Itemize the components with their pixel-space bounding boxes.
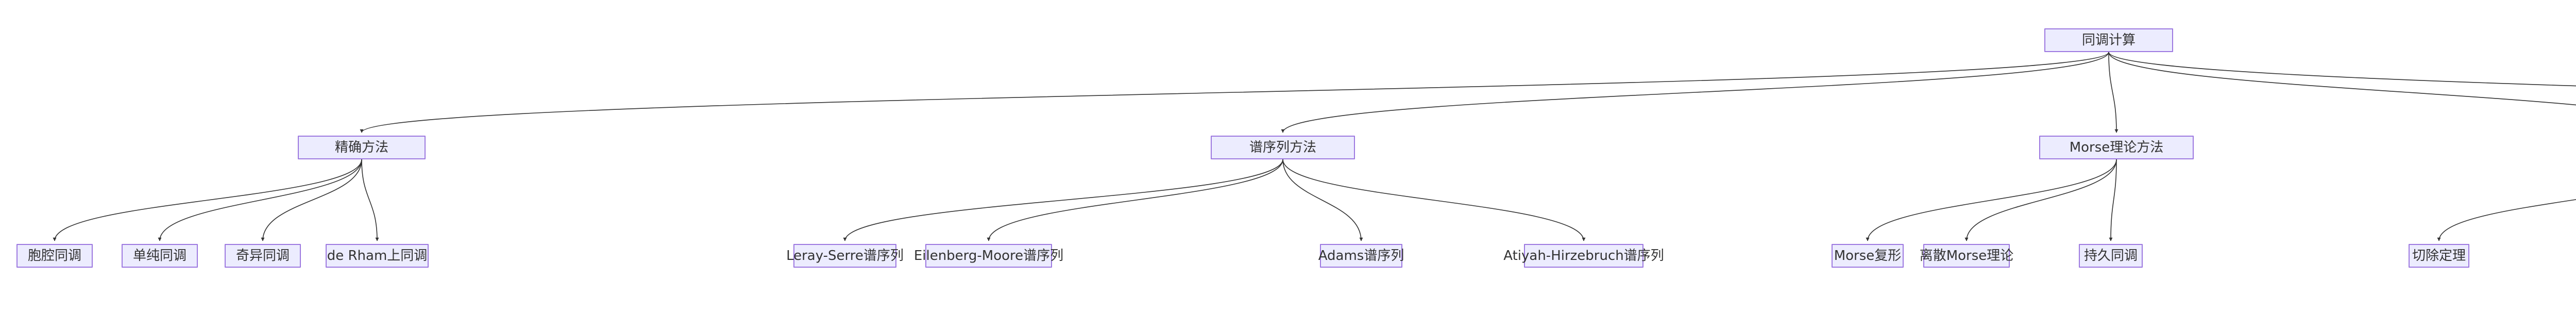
flow-edge [1964, 159, 2117, 241]
flow-node-label: 谱序列方法 [1249, 140, 1316, 155]
flow-edge [361, 159, 379, 241]
flow-edge [360, 52, 2109, 133]
flow-edge [1866, 159, 2117, 241]
flow-edge [158, 159, 362, 241]
flow-node-label: Adams谱序列 [1318, 248, 1404, 264]
flow-node-l2a1[interactable]: 胞腔同调 [16, 244, 93, 268]
flow-node-l2c1[interactable]: Morse复形 [1832, 244, 1904, 268]
flow-node-label: 切除定理 [2412, 248, 2466, 264]
flow-edge [2108, 52, 2576, 87]
flow-node-label: de Rham上同调 [327, 248, 428, 264]
flow-edge [2108, 52, 2576, 106]
flow-node-label: 持久同调 [2083, 248, 2138, 264]
flow-edge [53, 159, 362, 241]
flow-node-label: 奇异同调 [235, 248, 290, 264]
flow-node-l2b3[interactable]: Adams谱序列 [1318, 244, 1404, 268]
flow-node-label: Leray-Serre谱序列 [786, 248, 904, 264]
flow-node-label: Eilenberg-Moore谱序列 [913, 248, 1064, 264]
flow-edge [2437, 199, 2576, 241]
flow-node-l2d1[interactable]: 切除定理 [2409, 244, 2469, 268]
flow-edge [1282, 159, 1363, 241]
flow-node-l1a[interactable]: 精确方法 [298, 136, 426, 159]
flow-edge [2109, 159, 2117, 241]
flow-node-l2c2[interactable]: 离散Morse理论 [1920, 244, 2013, 268]
flow-edge [843, 159, 1283, 241]
flow-edge [2108, 52, 2119, 133]
flow-node-label: 同调计算 [2081, 32, 2136, 48]
flow-node-l1b[interactable]: 谱序列方法 [1211, 136, 1355, 159]
flow-edge [261, 159, 362, 241]
flow-node-label: 精确方法 [334, 140, 388, 155]
flow-node-label: Morse理论方法 [2069, 140, 2164, 155]
flow-node-label: 离散Morse理论 [1919, 248, 2014, 264]
flow-node-l2b1[interactable]: Leray-Serre谱序列 [786, 244, 904, 268]
flow-node-l2a4[interactable]: de Rham上同调 [326, 244, 429, 268]
flow-node-l2b4[interactable]: Atiyah-Hirzebruch谱序列 [1503, 244, 1664, 268]
flow-node-l1c[interactable]: Morse理论方法 [2039, 136, 2194, 159]
flow-node-l2b2[interactable]: Eilenberg-Moore谱序列 [914, 244, 1063, 268]
flow-node-root[interactable]: 同调计算 [2044, 28, 2173, 52]
flow-edge [1282, 159, 1586, 241]
flow-node-l2a3[interactable]: 奇异同调 [225, 244, 301, 268]
flow-edge [987, 159, 1283, 241]
flow-node-label: Morse复形 [1834, 248, 1902, 264]
flow-edge [1281, 52, 2109, 133]
flow-node-label: 胞腔同调 [27, 248, 81, 264]
flow-node-label: Atiyah-Hirzebruch谱序列 [1503, 248, 1664, 264]
flow-node-l2c3[interactable]: 持久同调 [2079, 244, 2143, 268]
flow-node-label: 单纯同调 [132, 248, 187, 264]
flow-node-l2a2[interactable]: 单纯同调 [122, 244, 198, 268]
